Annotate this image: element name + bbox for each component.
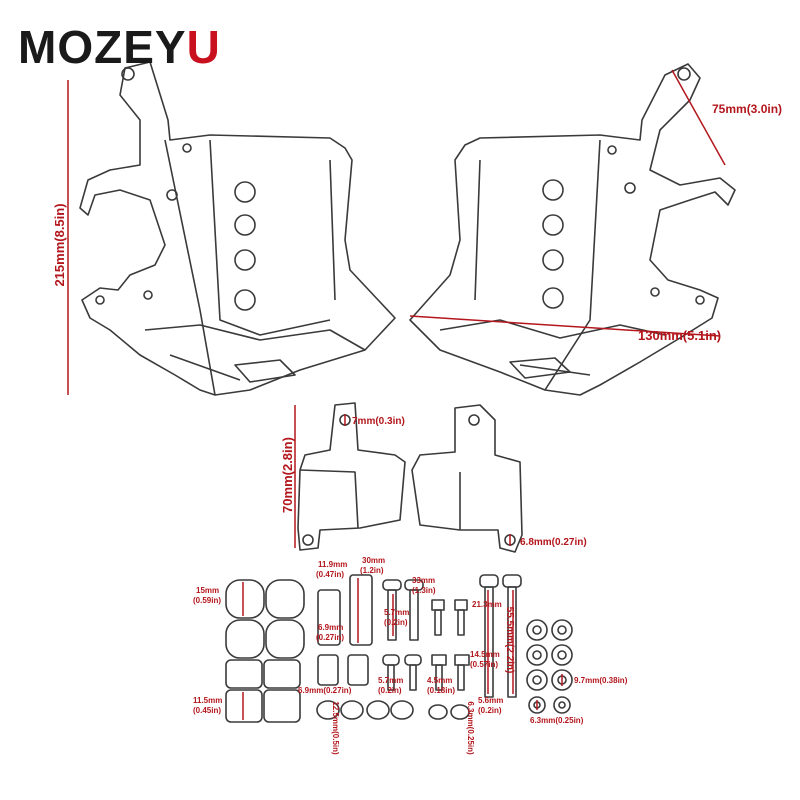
bolt-b-label: 5.7mm [384, 608, 410, 617]
bolt-b2-label: 5.7mm [378, 676, 404, 685]
tab-dim-line [671, 69, 726, 166]
bolt-b2-in-label: (0.2in) [378, 686, 402, 695]
spacer-c-label: 6.9mm [318, 623, 344, 632]
bolt-e-label: 5.6mm [478, 696, 504, 705]
bottom-hole-label: 6.8mm(0.27in) [520, 537, 587, 548]
brand-logo-main: MOZEY [18, 21, 187, 73]
bolt-a-label: 33mm [412, 576, 436, 585]
nut-a-label: 4.5mm [427, 676, 453, 685]
pad-size-in-label: (0.59in) [193, 596, 222, 605]
bolt-d-label: 21.3mm [472, 600, 502, 609]
bracket-height-label: 70mm(2.8in) [280, 437, 295, 513]
long-bolt-label: 55.5mm(2.2in) [504, 606, 515, 674]
pad-small-in-label: (0.45in) [193, 706, 222, 715]
right-bracket [411, 404, 523, 553]
spacers [316, 574, 414, 720]
washer-d-label: 6.3mm(0.25in) [466, 701, 475, 755]
spacer-a-label: 11.9mm [318, 560, 348, 569]
base-width-label: 130mm(5.1in) [638, 328, 722, 343]
top-hole-label: 7mm(0.3in) [352, 416, 405, 427]
bolt-b-in-label: (0.2in) [384, 618, 408, 627]
spacer-b-in-label: (1.2in) [360, 566, 384, 575]
right-skid-plate [409, 63, 736, 396]
base-dim-line [409, 315, 721, 337]
brand-logo-accent: U [186, 21, 221, 73]
washer-c-label: 12.5mm(0.5in) [331, 701, 340, 755]
spacer-c-in-label: (0.27in) [316, 633, 345, 642]
bolt-a-in-label: (1.3in) [412, 586, 436, 595]
height-dimension-label: 215mm(8.5in) [52, 203, 67, 287]
tab-width-label: 75mm(3.0in) [712, 102, 783, 116]
spacer-b-label: 30mm [362, 556, 386, 565]
spacer-d-label: 6.9mm(0.27in) [298, 686, 352, 695]
rubber-pads [225, 579, 305, 723]
left-skid-plate [79, 61, 396, 396]
bolts [382, 574, 522, 720]
nut-b-label: 14.5mm [470, 650, 500, 659]
spacer-a-in-label: (0.47in) [316, 570, 345, 579]
washers [526, 619, 573, 714]
washer-b-label: 6.3mm(0.25in) [530, 716, 584, 725]
bolt-e-in-label: (0.2in) [478, 706, 502, 715]
brand-logo: MOZEYU [18, 24, 221, 70]
nut-a-in-label: (0.18in) [427, 686, 456, 695]
pad-size-label: 15mm [196, 586, 220, 595]
nut-b-in-label: (0.57in) [470, 660, 499, 669]
pad-small-label: 11.5mm [193, 696, 223, 705]
washer-a-label: 9.7mm(0.38in) [574, 676, 628, 685]
